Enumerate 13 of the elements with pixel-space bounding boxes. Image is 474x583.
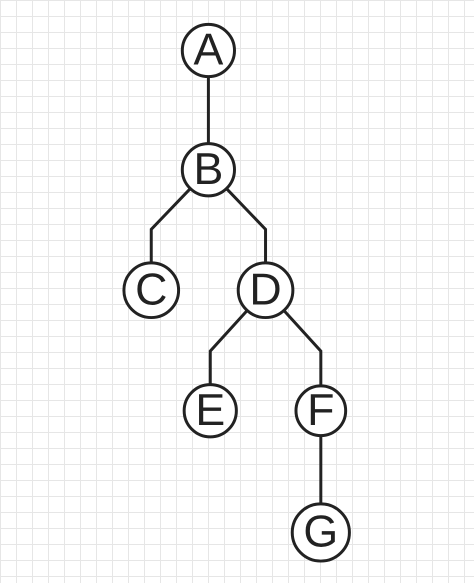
node-circle: A (181, 22, 236, 78)
node-circle: G (291, 502, 352, 563)
connector (283, 309, 323, 386)
node-circle: C (122, 261, 180, 320)
node-circle: F (294, 384, 348, 438)
node-circle: D (237, 261, 295, 320)
connector (226, 188, 268, 263)
connector (209, 309, 249, 385)
connector (207, 76, 210, 144)
node-circle: B (181, 142, 236, 198)
node-circle: E (183, 383, 238, 438)
connector (150, 188, 192, 263)
connector (320, 436, 323, 504)
